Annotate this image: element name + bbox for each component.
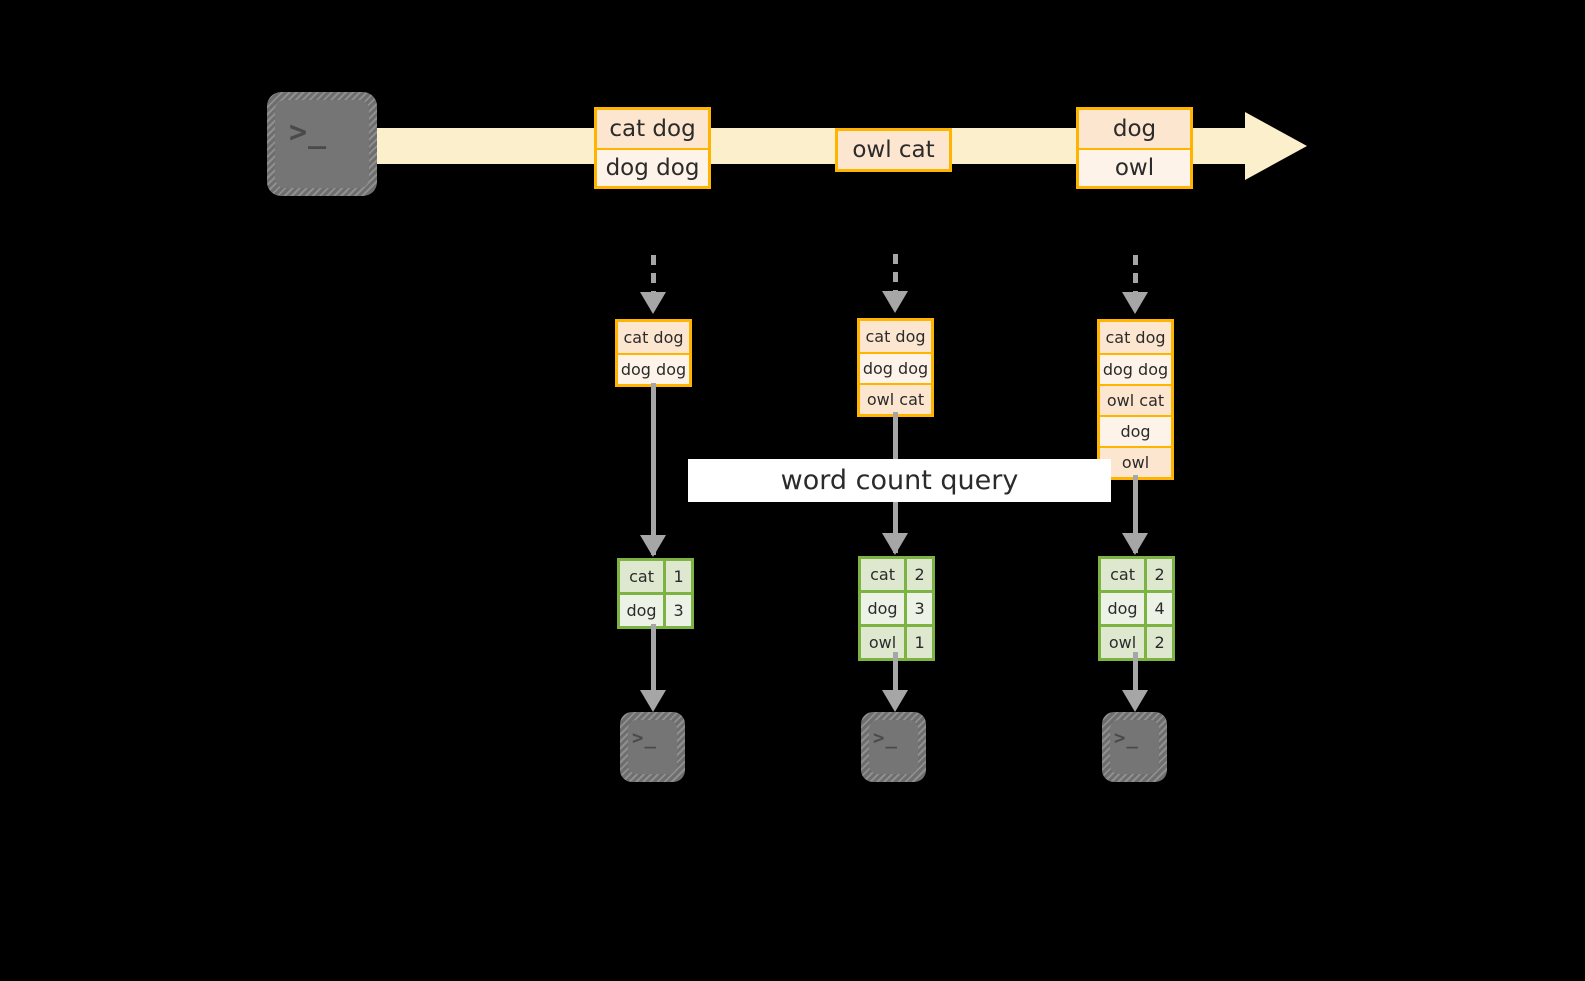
output-arrowhead-icon-3 bbox=[1122, 690, 1148, 712]
input-line: dog dog bbox=[1100, 353, 1171, 384]
terminal-screen bbox=[275, 100, 369, 188]
result-count: 3 bbox=[666, 595, 691, 626]
terminal-prompt-glyph: >_ bbox=[873, 727, 898, 749]
table-row: cat 1 bbox=[620, 561, 691, 592]
input-line: owl bbox=[1100, 446, 1171, 477]
query-label: word count query bbox=[780, 465, 1019, 496]
table-row: dog 4 bbox=[1101, 590, 1172, 624]
snapshot-input-3[interactable]: cat dog dog dog owl cat dog owl bbox=[1097, 319, 1174, 480]
output-connector-2 bbox=[893, 652, 898, 692]
result-table-2[interactable]: cat 2 dog 3 owl 1 bbox=[858, 556, 935, 661]
result-word: cat bbox=[620, 561, 667, 592]
query-connector-1 bbox=[651, 383, 656, 555]
result-count: 3 bbox=[907, 593, 932, 624]
result-word: cat bbox=[1101, 559, 1148, 590]
stream-tap-arrowhead-icon-2 bbox=[882, 291, 908, 313]
query-connector-3 bbox=[1133, 475, 1138, 553]
result-count: 2 bbox=[907, 559, 932, 590]
result-word: cat bbox=[861, 559, 908, 590]
output-arrowhead-icon-1 bbox=[640, 690, 666, 712]
table-row: cat 2 bbox=[861, 559, 932, 590]
stream-arrowhead-icon bbox=[1245, 112, 1307, 180]
message-line: cat dog bbox=[597, 110, 708, 148]
result-count: 4 bbox=[1147, 593, 1172, 624]
terminal-screen bbox=[1110, 720, 1159, 774]
consumer-terminal-icon-2[interactable]: >_ bbox=[861, 712, 926, 782]
input-line: cat dog bbox=[618, 322, 689, 353]
result-count: 2 bbox=[1147, 627, 1172, 658]
input-line: owl cat bbox=[860, 383, 931, 414]
table-row: dog 3 bbox=[620, 592, 691, 626]
snapshot-input-1[interactable]: cat dog dog dog bbox=[615, 319, 692, 387]
terminal-screen bbox=[628, 720, 677, 774]
table-row: owl 2 bbox=[1101, 624, 1172, 658]
message-line: owl cat bbox=[838, 131, 949, 169]
stream-message-batch-3[interactable]: dog owl bbox=[1076, 107, 1193, 189]
query-arrowhead-icon-1 bbox=[640, 535, 666, 557]
table-row: owl 1 bbox=[861, 624, 932, 658]
output-arrowhead-icon-2 bbox=[882, 690, 908, 712]
snapshot-input-2[interactable]: cat dog dog dog owl cat bbox=[857, 318, 934, 417]
producer-terminal-icon[interactable]: >_ bbox=[267, 92, 377, 196]
input-line: cat dog bbox=[860, 321, 931, 352]
stream-tap-arrowhead-icon-3 bbox=[1122, 292, 1148, 314]
message-line: owl bbox=[1079, 148, 1190, 186]
stream-message-batch-1[interactable]: cat dog dog dog bbox=[594, 107, 711, 189]
stream-tap-connector-1 bbox=[651, 255, 656, 295]
input-line: dog dog bbox=[618, 353, 689, 384]
message-line: dog bbox=[1079, 110, 1190, 148]
input-line: dog dog bbox=[860, 352, 931, 383]
stream-tap-connector-3 bbox=[1133, 255, 1138, 295]
table-row: dog 3 bbox=[861, 590, 932, 624]
result-word: owl bbox=[1101, 627, 1148, 658]
result-word: dog bbox=[620, 595, 667, 626]
result-word: dog bbox=[1101, 593, 1148, 624]
terminal-prompt-glyph: >_ bbox=[289, 115, 328, 150]
table-row: cat 2 bbox=[1101, 559, 1172, 590]
input-line: dog bbox=[1100, 415, 1171, 446]
result-count: 2 bbox=[1147, 559, 1172, 590]
result-word: dog bbox=[861, 593, 908, 624]
result-count: 1 bbox=[666, 561, 691, 592]
query-arrowhead-icon-3 bbox=[1122, 533, 1148, 555]
input-line: owl cat bbox=[1100, 384, 1171, 415]
stream-tap-arrowhead-icon-1 bbox=[640, 292, 666, 314]
stream-message-batch-2[interactable]: owl cat bbox=[835, 128, 952, 172]
message-line: dog dog bbox=[597, 148, 708, 186]
output-connector-1 bbox=[651, 624, 656, 692]
terminal-prompt-glyph: >_ bbox=[1114, 727, 1139, 749]
input-line: cat dog bbox=[1100, 322, 1171, 353]
consumer-terminal-icon-1[interactable]: >_ bbox=[620, 712, 685, 782]
stream-tap-connector-2 bbox=[893, 254, 898, 294]
terminal-screen bbox=[869, 720, 918, 774]
result-table-1[interactable]: cat 1 dog 3 bbox=[617, 558, 694, 629]
output-connector-3 bbox=[1133, 652, 1138, 692]
result-table-3[interactable]: cat 2 dog 4 owl 2 bbox=[1098, 556, 1175, 661]
consumer-terminal-icon-3[interactable]: >_ bbox=[1102, 712, 1167, 782]
terminal-prompt-glyph: >_ bbox=[632, 727, 657, 749]
result-count: 1 bbox=[907, 627, 932, 658]
result-word: owl bbox=[861, 627, 908, 658]
query-arrowhead-icon-2 bbox=[882, 533, 908, 555]
query-label-band: word count query bbox=[688, 459, 1111, 502]
